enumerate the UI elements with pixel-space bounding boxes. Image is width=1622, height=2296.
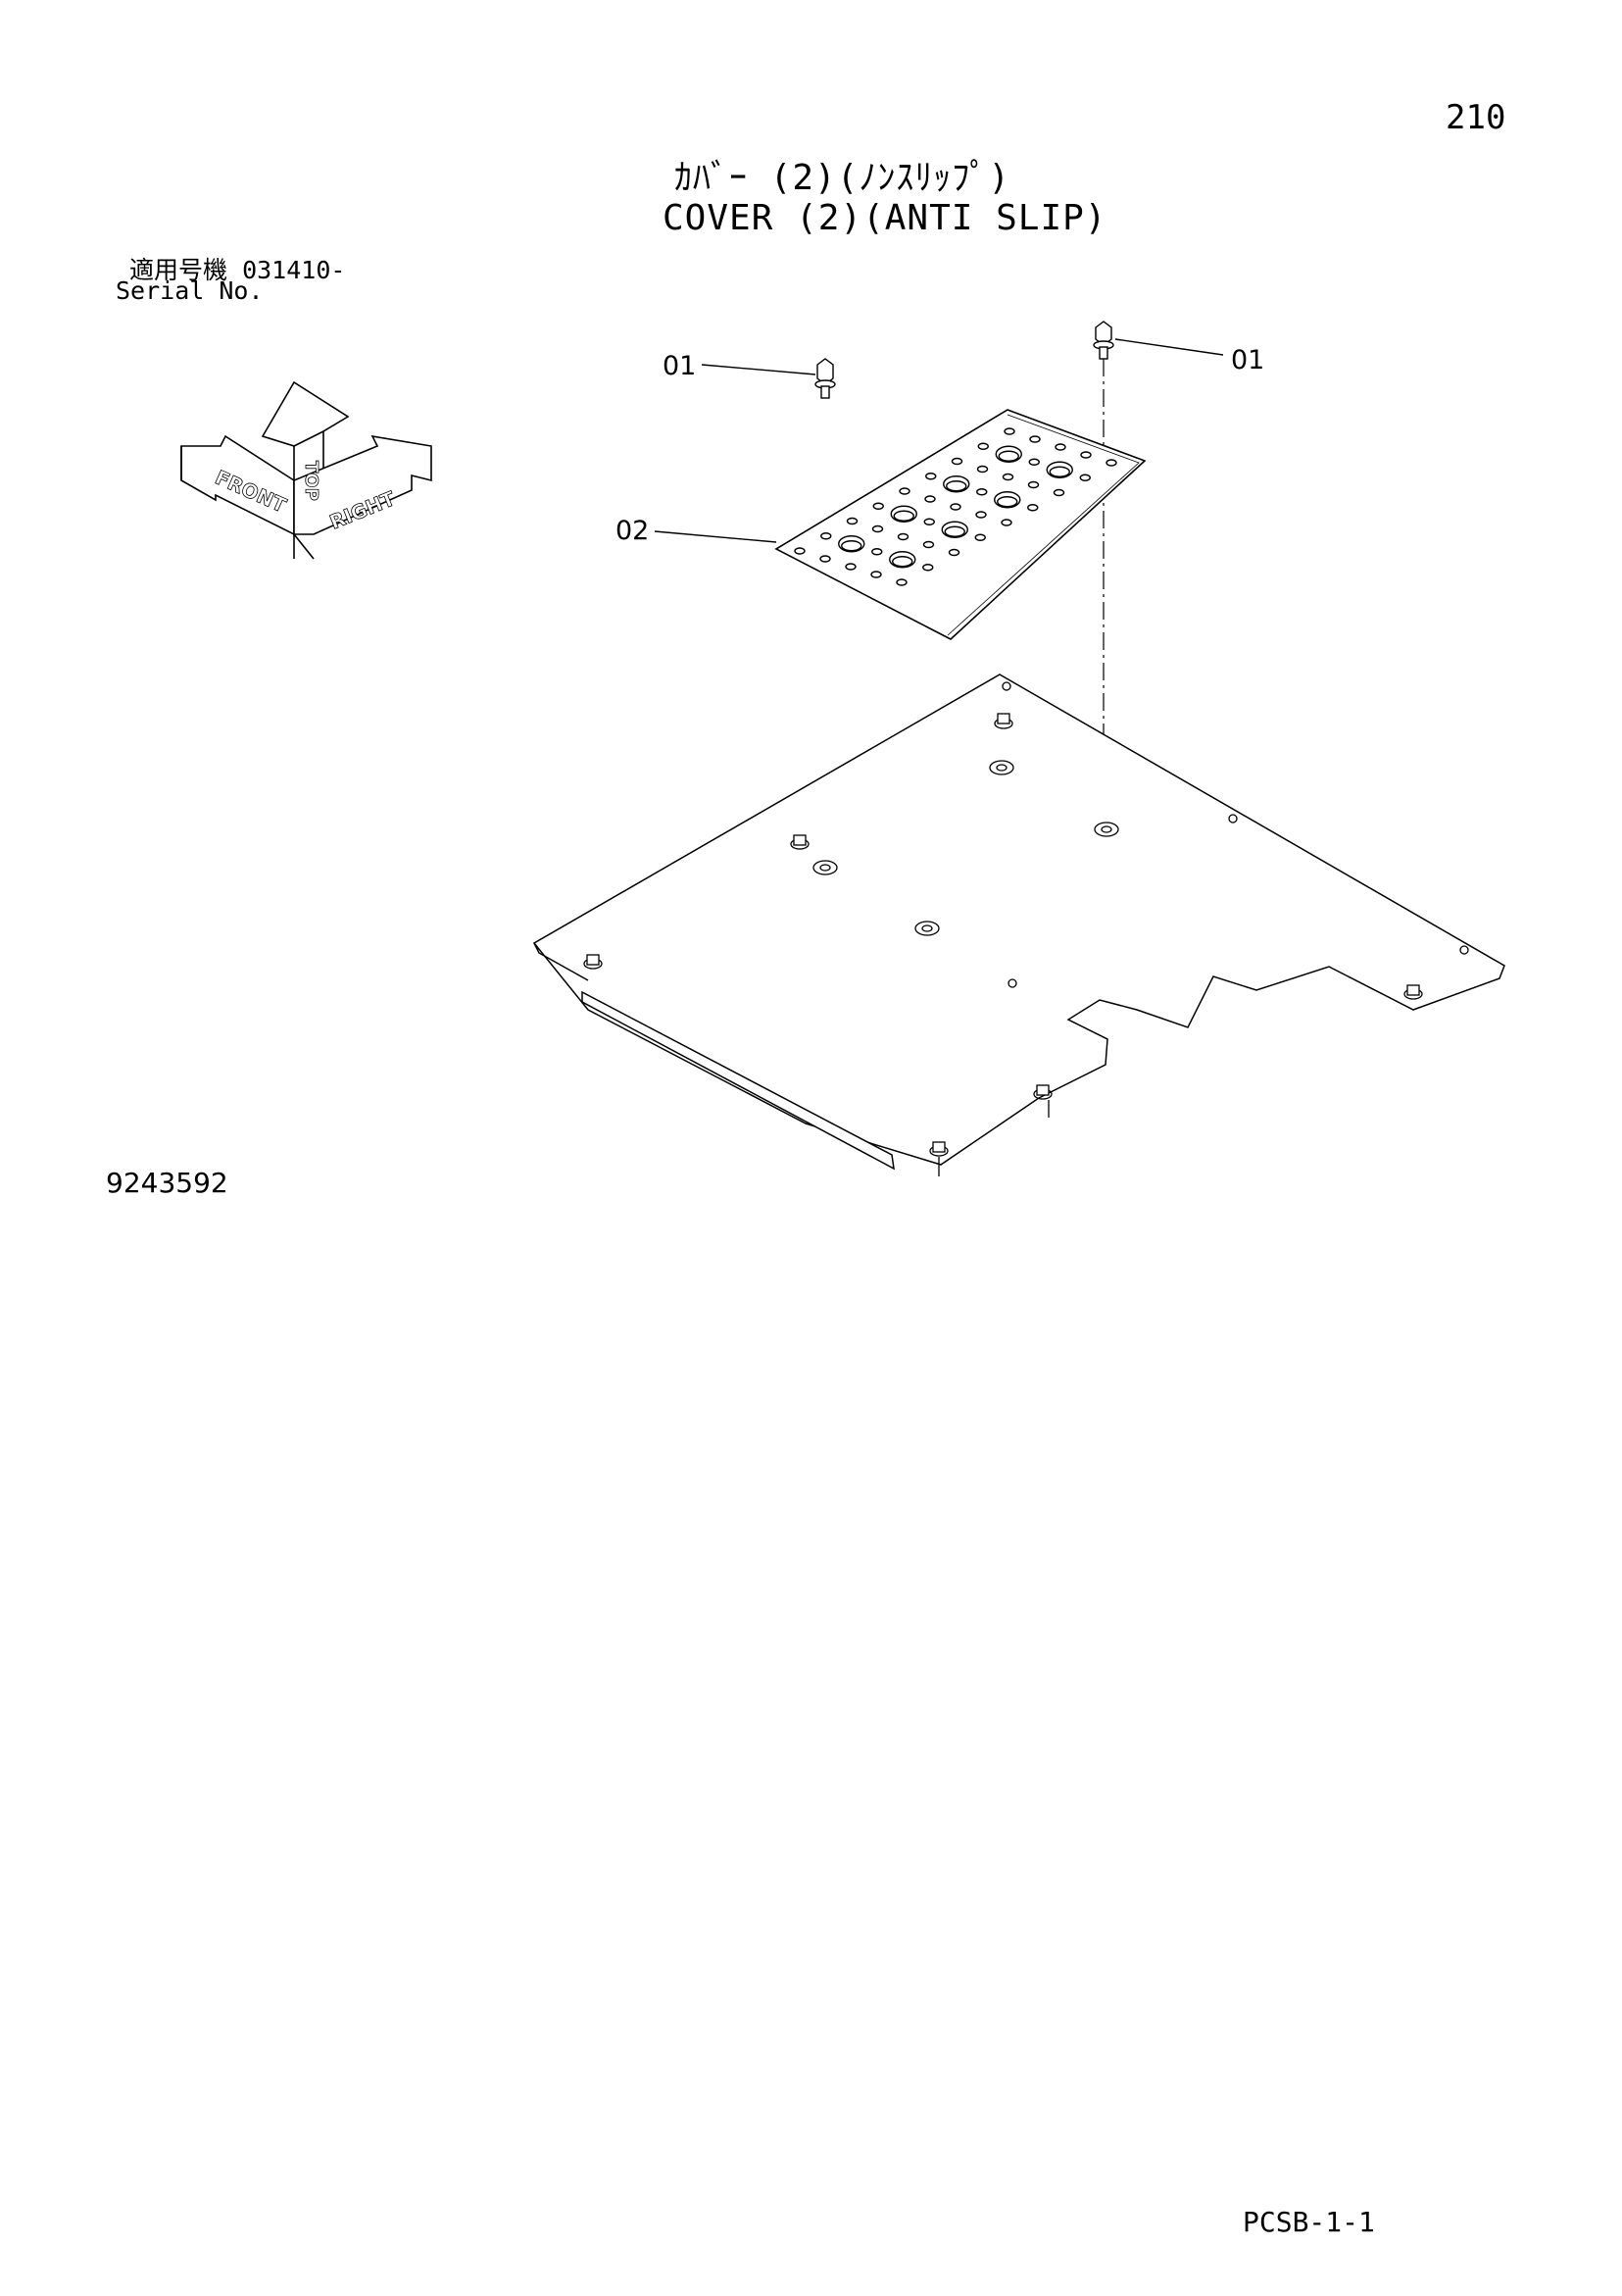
plate-hole-inner xyxy=(944,525,965,537)
plate-hole-inner xyxy=(998,450,1019,462)
plate-hole xyxy=(871,548,883,556)
plate-hole xyxy=(846,517,859,525)
plate-hole xyxy=(975,511,987,519)
plate-hole xyxy=(922,540,935,549)
plate-hole xyxy=(1002,473,1014,481)
plate-hole xyxy=(976,465,989,474)
plate-hole xyxy=(897,532,909,541)
plate-hole xyxy=(896,578,908,586)
plate-hole xyxy=(845,563,857,571)
serial-label-en: Serial No. xyxy=(116,276,264,305)
plate-hole xyxy=(1028,458,1040,466)
plate-hole xyxy=(1001,519,1012,526)
serial-start: 031410- xyxy=(242,256,346,284)
plate-hole xyxy=(899,487,910,495)
plate-hole-inner xyxy=(893,510,914,522)
plate-hole-inner xyxy=(1049,466,1070,477)
base-bolts xyxy=(583,681,1469,1176)
plate-hole xyxy=(977,442,989,450)
plate-hole xyxy=(889,551,916,569)
anti-slip-plate xyxy=(774,409,1147,640)
plate-hole xyxy=(1004,427,1015,435)
plate-hole xyxy=(941,521,968,538)
plate-hole xyxy=(1029,435,1041,443)
plate-hole xyxy=(838,535,865,553)
bolt-icon xyxy=(814,358,836,399)
plate-hole-inner xyxy=(997,496,1018,508)
serial-label-jp: 適用号機 xyxy=(129,256,228,284)
title-japanese: ｶﾊﾞｰ (2)(ﾉﾝｽﾘｯﾌﾟ) xyxy=(674,158,1011,198)
orientation-top-label: TOP xyxy=(301,461,321,501)
plate-hole xyxy=(924,495,936,503)
page-number: 210 xyxy=(1446,98,1506,137)
plate-hole xyxy=(1027,504,1039,512)
plate-hole xyxy=(943,475,970,493)
leader-bolt-left xyxy=(701,364,816,375)
plate-hole xyxy=(995,445,1022,463)
plate-hole xyxy=(925,473,937,480)
plate-hole-inner xyxy=(892,556,913,568)
plate-hole xyxy=(951,457,963,466)
plate-hole xyxy=(1080,451,1092,459)
base-cover-panel xyxy=(532,674,1505,1176)
plate-hole xyxy=(794,547,806,555)
plate-hole xyxy=(1055,443,1066,451)
callout-bolt-left: 01 xyxy=(663,351,696,381)
plate-hole xyxy=(922,564,934,572)
plate-hole xyxy=(994,491,1021,509)
leader-plate xyxy=(654,530,777,543)
plate-hole xyxy=(1053,488,1065,497)
callout-plate: 02 xyxy=(615,516,649,546)
plate-hole xyxy=(819,555,831,563)
plate-hole xyxy=(974,533,986,541)
plate-hole xyxy=(923,518,935,525)
plate-hole xyxy=(1046,461,1073,478)
plate-hole xyxy=(1106,459,1117,467)
footer-code: PCSB-1-1 xyxy=(1243,2206,1375,2238)
plate-hole xyxy=(820,532,832,540)
plate-hole xyxy=(871,524,884,533)
plate-hole xyxy=(1027,480,1040,489)
serial-range: 適用号機 031410- xyxy=(129,251,345,286)
plate-hole xyxy=(872,502,884,510)
leader-bolt-right xyxy=(1114,338,1224,356)
plate-hole xyxy=(976,488,988,496)
plate-hole xyxy=(870,571,882,578)
title-english: COVER (2)(ANTI SLIP) xyxy=(663,198,1107,238)
plate-hole xyxy=(948,548,960,557)
plate-hole xyxy=(1079,474,1091,481)
drawing-number: 9243592 xyxy=(106,1167,228,1199)
plate-hole-inner xyxy=(946,480,967,492)
plate-hole-inner xyxy=(841,540,862,552)
orientation-indicator: TOP FRONT RIGHT xyxy=(180,380,432,560)
callout-bolt-right: 01 xyxy=(1231,345,1264,375)
plate-hole xyxy=(890,505,917,523)
plate-hole xyxy=(950,503,961,511)
bolt-icon xyxy=(1093,321,1114,360)
